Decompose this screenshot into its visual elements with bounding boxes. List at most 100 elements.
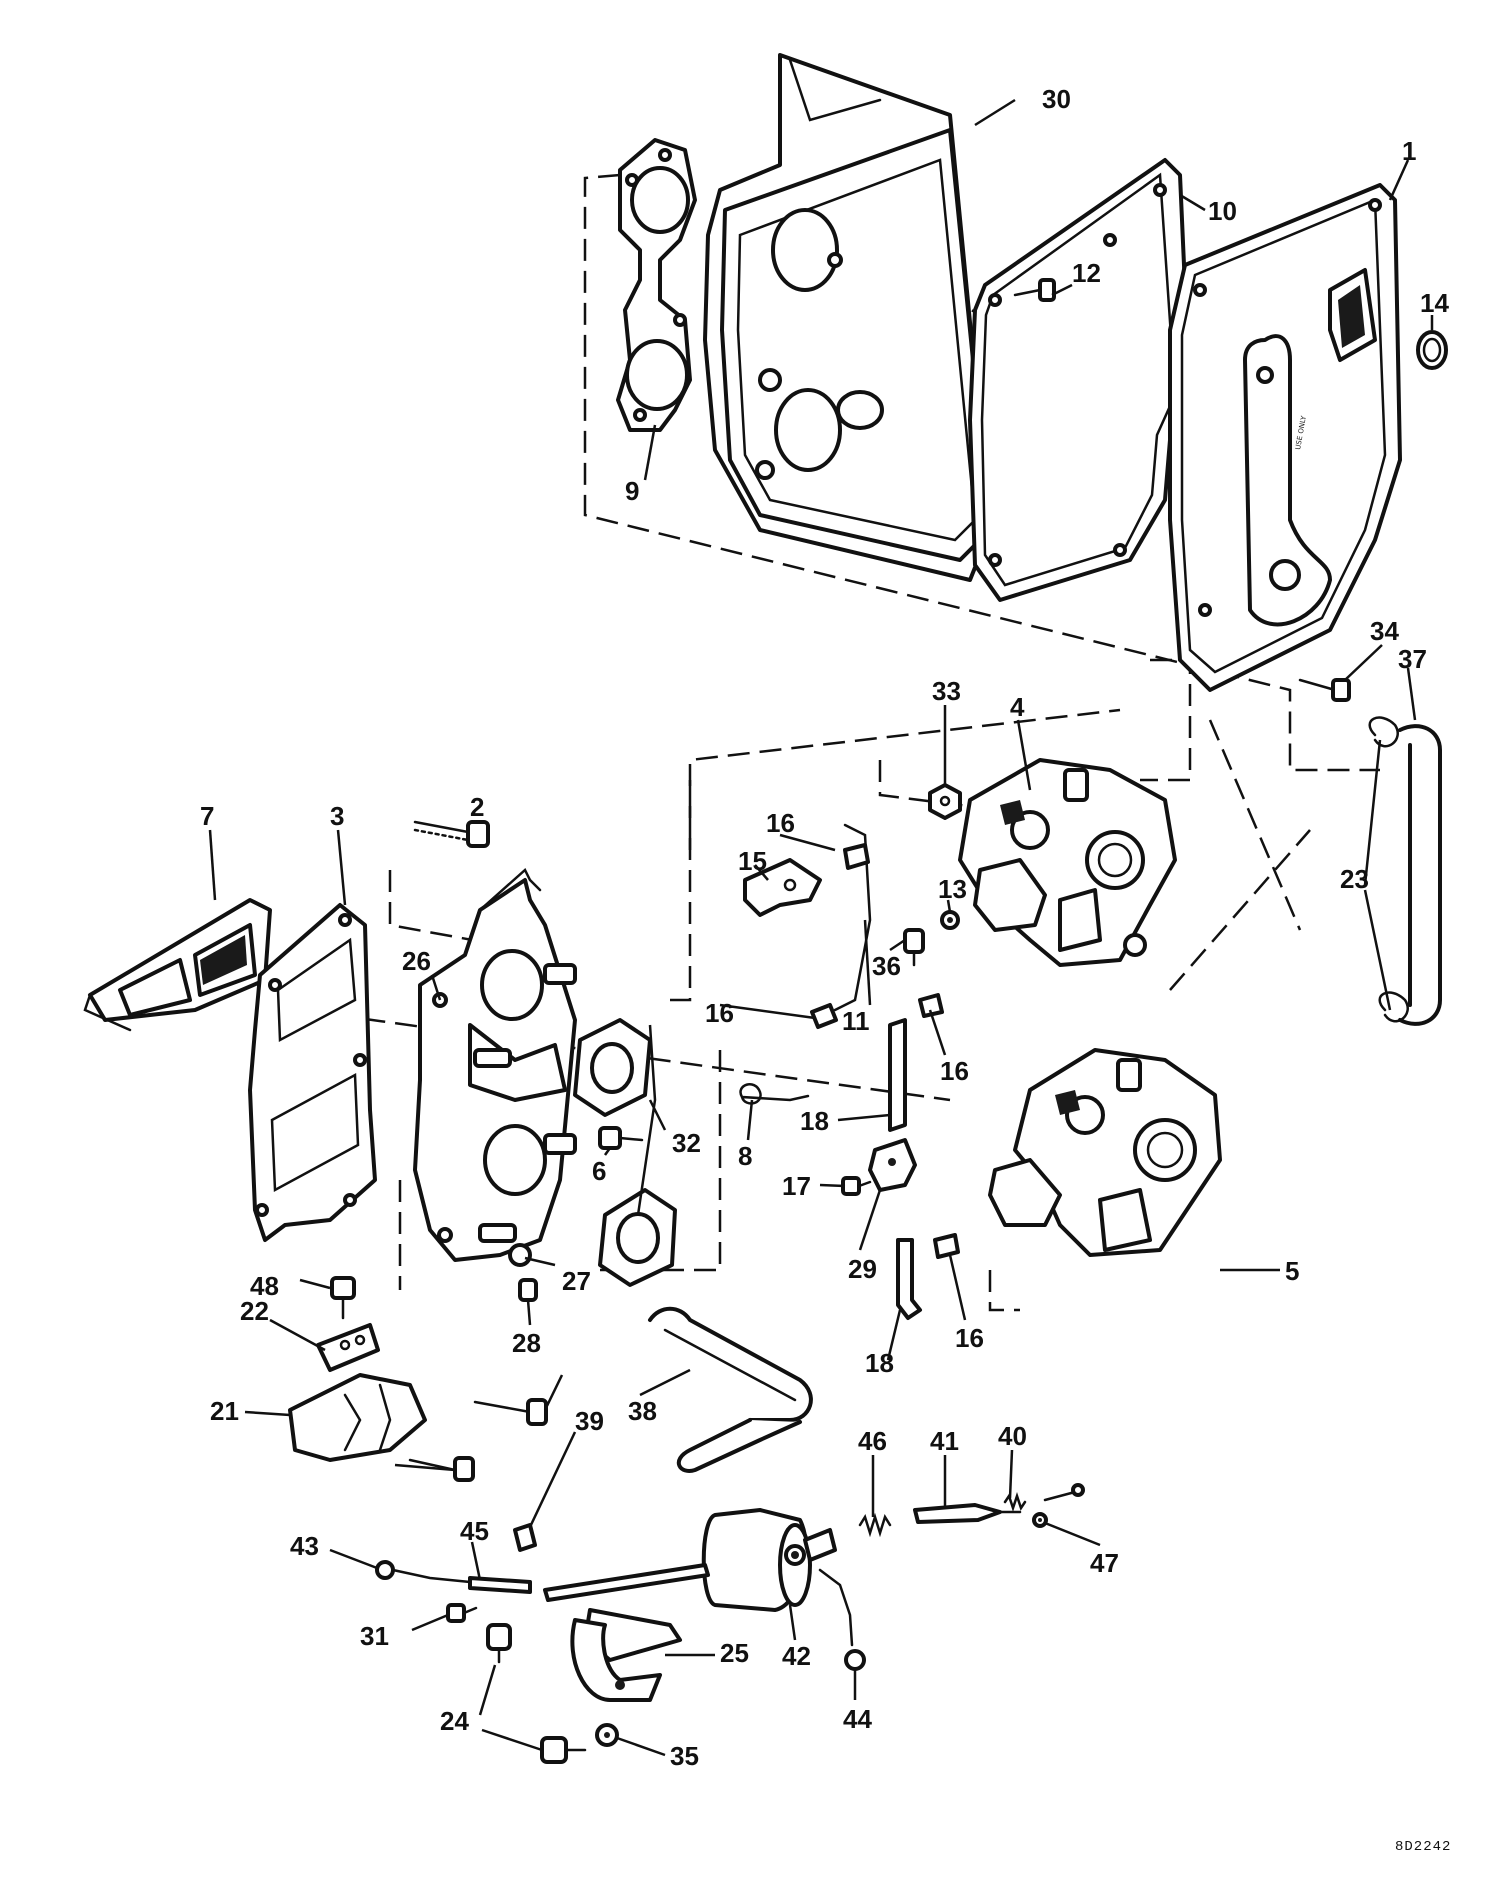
callout-39: 41 — [930, 1426, 959, 1456]
link-rod — [833, 823, 872, 1012]
cover-gasket-large — [968, 158, 1192, 602]
ground-lead — [375, 1560, 532, 1594]
cover-screw — [1013, 278, 1056, 302]
callout-10: 10 — [1208, 196, 1237, 226]
callout-25: 27 — [562, 1266, 591, 1296]
reed-plate-gasket — [248, 903, 377, 1242]
nut — [928, 783, 962, 820]
bracket-bolt — [330, 1276, 356, 1320]
intake-cover-plate: USE ONLY — [1168, 183, 1402, 692]
lock-washer — [595, 1723, 619, 1747]
carb-screw — [903, 928, 925, 967]
callout-29: 31 — [360, 1621, 389, 1651]
plunger-spring — [858, 1512, 892, 1538]
callout-16-bottom: 16 — [955, 1323, 984, 1353]
callout-28: 30 — [1042, 84, 1071, 114]
drain-screw — [518, 1278, 538, 1302]
callout-32: 34 — [1370, 616, 1399, 646]
fuel-tee-connector — [868, 1138, 917, 1192]
manifold-bolt — [413, 820, 490, 848]
callout-27: 29 — [848, 1254, 877, 1284]
callout-44: 46 — [858, 1426, 887, 1456]
callout-18-top: 18 — [800, 1106, 829, 1136]
callout-13: 13 — [938, 874, 967, 904]
fuel-hose-upper — [888, 1018, 907, 1132]
carb-gasket-upper — [573, 1018, 652, 1117]
fuel-hose-lower — [896, 1238, 922, 1320]
cover-gasket-small — [616, 138, 697, 432]
callout-22: 24 — [440, 1706, 469, 1736]
throttle-bracket — [288, 1373, 427, 1462]
callout-16-mid: 16 — [940, 1056, 969, 1086]
callout-45: 47 — [1090, 1548, 1119, 1578]
recirculation-hose — [648, 1306, 813, 1473]
solenoid-clamp — [570, 1608, 682, 1702]
callout-31: 33 — [932, 676, 961, 706]
clamp-screw-lower — [540, 1736, 587, 1764]
hose-clamp-upper — [1368, 716, 1399, 748]
clamp-screw-upper — [486, 1623, 512, 1664]
callout-2: 2 — [470, 792, 484, 822]
callout-11: 11 — [842, 1006, 870, 1036]
callout-21: 23 — [1340, 864, 1369, 894]
callout-38: 40 — [998, 1421, 1027, 1451]
mounting-plate — [316, 1323, 380, 1372]
callout-33: 35 — [670, 1741, 699, 1771]
lead-screw — [446, 1603, 478, 1623]
hose-fitting-c — [918, 993, 944, 1018]
tee-screw — [841, 1176, 872, 1196]
callout-9: 9 — [625, 476, 639, 506]
callout-1: 1 — [1402, 136, 1416, 166]
callout-43: 45 — [460, 1516, 489, 1546]
callout-3: 3 — [330, 801, 344, 831]
callout-12: 12 — [1072, 258, 1101, 288]
hose-clamp-lower — [1378, 991, 1409, 1023]
wire-clip — [513, 1523, 537, 1552]
drain-fitting — [508, 1243, 532, 1267]
callout-numbers: 30 10 1 12 14 9 34 33 4 37 23 7 3 2 26 1… — [200, 84, 1449, 1771]
drawing-code: 8D2242 — [1395, 1839, 1451, 1855]
intake-manifold — [413, 867, 577, 1262]
callout-40: 42 — [782, 1641, 811, 1671]
callout-37: 39 — [575, 1406, 604, 1436]
plunger-rod — [543, 1563, 710, 1602]
callout-16-top: 16 — [766, 808, 795, 838]
cover-plate-screw — [1298, 678, 1351, 702]
callout-5: 5 — [1285, 1256, 1299, 1286]
callout-7: 7 — [200, 801, 214, 831]
callout-20: 22 — [240, 1296, 269, 1326]
carb-gasket-lower — [598, 1188, 677, 1287]
callout-6: 6 — [592, 1156, 606, 1186]
manifold-cover-housing — [703, 53, 992, 582]
manifold-screw — [598, 1126, 644, 1150]
callout-36: 38 — [628, 1396, 657, 1426]
callout-14: 14 — [1420, 288, 1449, 318]
grommet — [1416, 330, 1448, 370]
callout-17: 17 — [782, 1171, 811, 1201]
callout-30: 32 — [672, 1128, 701, 1158]
callout-24: 26 — [402, 946, 431, 976]
hose-fitting-a — [843, 843, 870, 870]
carburetor-upper — [958, 758, 1177, 967]
bracket-bolt-long — [473, 1398, 548, 1426]
leader-lines — [208, 98, 1434, 1757]
hose-fitting-b — [810, 1003, 838, 1029]
callout-19: 21 — [210, 1396, 239, 1426]
plunger-spring-small — [1003, 1492, 1027, 1512]
callout-26: 28 — [512, 1328, 541, 1358]
reed-valve-block — [83, 898, 272, 1032]
plunger-pin — [1043, 1483, 1085, 1502]
plunger-washer — [1032, 1512, 1048, 1528]
spring-clip — [739, 1083, 810, 1105]
carburetor-lower — [988, 1048, 1222, 1257]
callout-34: 36 — [872, 951, 901, 981]
callout-18-bottom: 18 — [865, 1348, 894, 1378]
callout-35: 37 — [1398, 644, 1427, 674]
callout-42: 44 — [843, 1704, 872, 1734]
solenoid-lead — [818, 1568, 866, 1671]
callout-46: 48 — [250, 1271, 279, 1301]
choke-solenoid — [701, 1508, 837, 1612]
callout-15: 15 — [738, 846, 767, 876]
hose-fitting-d — [933, 1233, 960, 1259]
